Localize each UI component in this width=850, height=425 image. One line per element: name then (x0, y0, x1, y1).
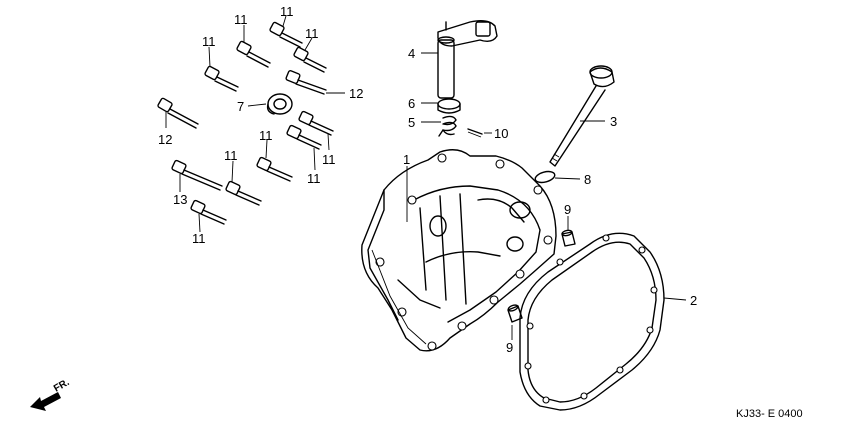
label-11: 11 (202, 34, 216, 49)
bolt-11-f (286, 124, 322, 150)
label-12: 12 (349, 86, 363, 101)
label-11: 11 (280, 4, 294, 19)
label-4: 4 (408, 46, 415, 61)
label-5: 5 (408, 115, 415, 130)
bolt-12-b (157, 97, 199, 129)
label-12: 12 (158, 132, 172, 147)
o-ring (534, 170, 556, 184)
front-label: FR. (52, 377, 72, 395)
diagram-code: KJ33- E 0400 (736, 408, 803, 420)
label-9: 9 (506, 340, 513, 355)
bolt-12-a (285, 70, 327, 95)
label-7: 7 (237, 99, 244, 114)
collar (437, 98, 461, 114)
front-arrow-icon (30, 392, 61, 411)
kick-shaft (437, 19, 498, 99)
part-labels: 11 11 11 11 12 7 12 11 11 11 11 13 11 4 … (158, 4, 697, 355)
bolt-13 (171, 159, 223, 191)
label-1: 1 (403, 152, 410, 167)
bolt-11-b (269, 21, 303, 48)
crankcase-cover (361, 149, 557, 352)
oil-level-gauge (549, 65, 615, 167)
label-10: 10 (494, 126, 508, 141)
bolt-11-d (204, 65, 239, 92)
label-11: 11 (234, 12, 248, 27)
bolt-11-a (236, 40, 271, 68)
bolt-11-h (225, 180, 262, 206)
label-11: 11 (192, 231, 206, 246)
bolt-11-g (256, 156, 293, 182)
bolt-11-c (293, 46, 327, 73)
label-3: 3 (610, 114, 617, 129)
label-11: 11 (224, 148, 238, 163)
label-8: 8 (584, 172, 591, 187)
bolt-11-e (298, 110, 334, 136)
label-9: 9 (564, 202, 571, 217)
return-spring (438, 115, 457, 137)
label-11: 11 (305, 26, 319, 41)
cover-gasket (519, 232, 665, 411)
bolt-11-i (190, 199, 227, 225)
leader-lines (165, 15, 687, 340)
label-2: 2 (690, 293, 697, 308)
label-11: 11 (322, 152, 336, 167)
label-11: 11 (307, 171, 321, 186)
label-13: 13 (173, 192, 187, 207)
label-6: 6 (408, 96, 415, 111)
dowel-pin-lower (507, 304, 523, 323)
label-11: 11 (259, 128, 273, 143)
front-direction-indicator: FR. (30, 377, 72, 411)
bolt-group (157, 21, 334, 225)
oil-seal (266, 93, 293, 115)
dowel-pin-upper (561, 229, 576, 247)
dowel-pin-small (467, 128, 483, 138)
